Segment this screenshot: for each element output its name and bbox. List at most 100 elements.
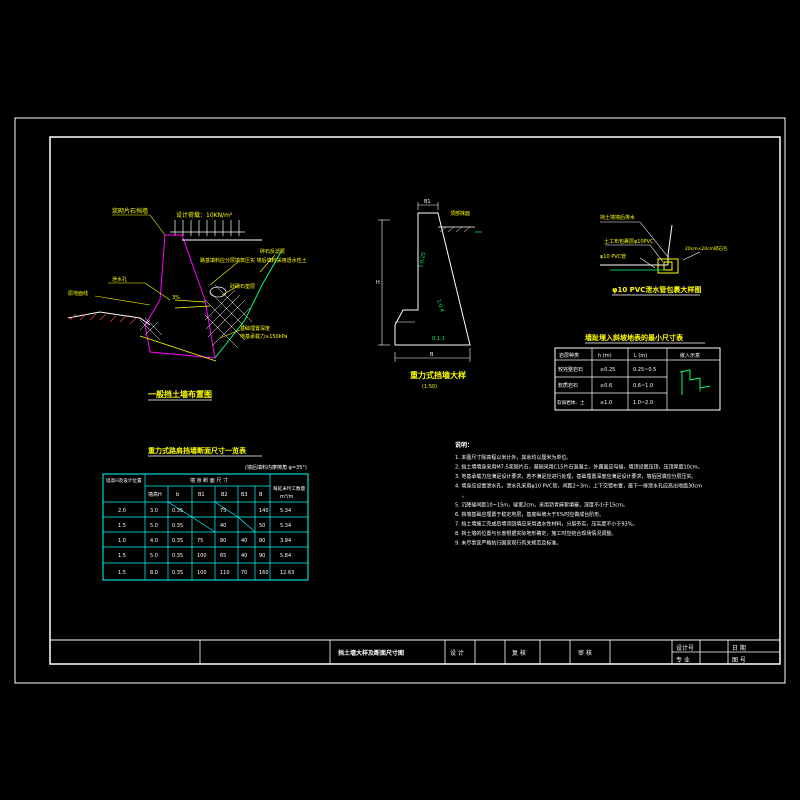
- note-line: 3. 地基承载力应满足设计要求，若不满足应进行处理，基础埋置深度应满足设计要求，…: [455, 473, 696, 480]
- t2-h3: L (m): [634, 353, 647, 359]
- note-line: 5. 沉降缝间距10~15m，缝宽2cm，采用沥青麻絮填塞，深度不小于15cm。: [455, 502, 628, 509]
- t1-cell: 3.94: [280, 538, 291, 544]
- t2-r1c3: 0.25~0.5: [633, 367, 656, 373]
- t2-r3c1: 软弱岩体、土: [557, 399, 585, 406]
- table2-title: 墙趾埋入斜坡地表的最小尺寸表: [585, 333, 684, 342]
- dim-top-width: B1: [424, 199, 431, 205]
- title-block: 挡土墙大样及断面尺寸图 设 计 复 核 审 核 设计号 专 业 日 期 图 号: [49, 639, 781, 665]
- tb-review: 复 核: [512, 649, 526, 657]
- t1-cell: 65: [220, 553, 226, 559]
- tb-major: 专 业: [676, 656, 690, 664]
- label-ground: 原地面线: [68, 290, 88, 297]
- label-gravel: 砂砾石垫层: [230, 283, 255, 290]
- t2-h2: h (m): [598, 353, 612, 359]
- t1-cell: 3.0: [150, 508, 158, 514]
- t1-cell: 80: [259, 538, 265, 544]
- t2-h4: 嵌入示意: [680, 352, 700, 359]
- label-right-note-1: 基础埋置深度: [240, 325, 270, 332]
- t1-cell: 110: [220, 570, 230, 576]
- table1-title: 重力式路肩挡墙断面尺寸一览表: [148, 446, 247, 455]
- t1-cell: 50: [259, 523, 265, 529]
- pvc-label-d: 20cm×20cm碎石包: [685, 245, 728, 252]
- t1-h2-1: b: [176, 492, 179, 498]
- t1-cell: 100: [197, 570, 207, 576]
- pvc-label-c: φ10 PVC管: [600, 253, 626, 260]
- t1-cell: 12.63: [280, 570, 294, 576]
- t1-cell: 40: [241, 538, 247, 544]
- t1-cell: 5.34: [280, 523, 291, 529]
- pvc-pipe-detail: 挡土墙墙后排水 土工布包裹层φ10PVC φ10 PVC管 20cm×20cm碎…: [600, 214, 728, 296]
- t1-cell: 1.5: [118, 523, 126, 529]
- label-face-slope: 1:0.25: [418, 252, 427, 269]
- t2-r3c2: ≥1.0: [600, 400, 612, 406]
- tb-audit: 审 核: [578, 649, 592, 657]
- t2-r1c2: ≥0.25: [600, 367, 615, 373]
- t1-cell: 5.0: [150, 523, 158, 529]
- label-weephole: 泄水孔: [112, 276, 127, 283]
- t2-r3c3: 1.0~2.0: [633, 400, 653, 406]
- t1-cell: 0.35: [172, 523, 183, 529]
- t1-cell: 0.35: [172, 570, 183, 576]
- tb-design: 设 计: [450, 649, 464, 657]
- t2-r2c1: 软质岩石: [558, 382, 578, 389]
- t1-h2-5: B: [259, 492, 263, 498]
- note-line: 1. 本图尺寸除高程以米计外，其余均以厘米为单位。: [455, 454, 571, 461]
- general-layout-drawing: 浆砌片石挡墙 设计荷载：10KN/m² 路基填料应分层填筑压实 墙后填料采用透水…: [67, 207, 307, 401]
- t1-cell: 80: [220, 538, 226, 544]
- pvc-label-b: 土工布包裹层φ10PVC: [604, 238, 654, 245]
- t1-cell: 75: [220, 508, 226, 514]
- t1-cell: 0.35: [172, 538, 183, 544]
- section1-title: 一般挡土墙布置图: [148, 389, 212, 399]
- t2-r2c3: 0.6~1.0: [633, 383, 653, 389]
- pvc-label-a: 挡土墙墙后排水: [600, 214, 635, 221]
- embedment-table: 墙趾埋入斜坡地表的最小尺寸表 岩层种类 h (m) L (m) 嵌入示意 较完整…: [554, 333, 721, 411]
- label-fill-note: 路基填料应分层填筑压实 墙后填料采用透水性土: [200, 257, 307, 264]
- t1-cell: 8.0: [150, 570, 158, 576]
- t1-cell: 1.5: [118, 553, 126, 559]
- dim-height: H: [376, 280, 380, 286]
- t2-h1: 岩层种类: [559, 352, 579, 359]
- t1-h-mid: 墙 身 断 面 尺 寸: [190, 477, 228, 484]
- t1-cell: 140: [259, 508, 269, 514]
- t1-cell: 75: [197, 538, 203, 544]
- t1-h2-4: B3: [241, 492, 248, 498]
- t1-cell: 0.35: [172, 508, 183, 514]
- t1-cell: 2.0: [118, 508, 126, 514]
- t2-r2c2: ≥0.6: [600, 383, 612, 389]
- notes: 说明： 1. 本图尺寸除高程以米计外，其余均以厘米为单位。2. 挡土墙墙身采用M…: [455, 441, 702, 547]
- label-wall-type: 浆砌片石挡墙: [112, 207, 148, 215]
- t1-cell: 5.84: [280, 553, 291, 559]
- note-line: 4. 墙身应设置泄水孔，泄水孔采用φ10 PVC管，间距2~3m，上下交错布置，…: [455, 483, 702, 490]
- t1-cell: 0.35: [172, 553, 183, 559]
- gravity-wall-detail: B1 顶部抹面 1:0.25 1:0.4 H 0.1:1 B 重力式挡墙大样 (…: [376, 199, 482, 390]
- note-line: 。: [462, 493, 467, 499]
- t1-cell: 160: [259, 570, 269, 576]
- tb-drawing-no: 图 号: [732, 657, 746, 664]
- t1-h2-3: B2: [221, 492, 228, 498]
- t1-h2-2: B1: [198, 492, 205, 498]
- note-line: 8. 挡土墙的位置与长度根据实际地形确定，施工时应结合现场情况调整。: [455, 530, 616, 537]
- t1-cell: 90: [259, 553, 265, 559]
- tb-date: 日 期: [732, 644, 746, 652]
- section2-title: 重力式挡墙大样: [410, 370, 466, 380]
- t1-cell: 100: [197, 553, 207, 559]
- t1-cell: 5.34: [280, 508, 291, 514]
- t1-cell: 40: [220, 523, 226, 529]
- t1-h2-6: m³/m: [280, 494, 294, 500]
- inner-border: [49, 136, 781, 665]
- t1-h-left: 墙高H及设计位置: [106, 477, 142, 484]
- t1-cell: 5.0: [150, 553, 158, 559]
- section3-title: φ10 PVC泄水管包裹大样图: [612, 285, 701, 294]
- tb-design-no: 设计号: [676, 644, 694, 652]
- label-load: 设计荷载：10KN/m²: [176, 211, 233, 219]
- t1-cell: 40: [241, 553, 247, 559]
- section2-scale: (1:50): [422, 384, 437, 390]
- label-base-slope: 0.1:1: [432, 336, 445, 342]
- label-backfill: 碎石反滤层: [260, 248, 285, 255]
- label-right-note-2: 地基承载力≥150kPa: [240, 333, 287, 340]
- label-top-note: 顶部抹面: [450, 210, 470, 217]
- dim-base: B: [430, 352, 434, 358]
- outer-border: [14, 117, 786, 684]
